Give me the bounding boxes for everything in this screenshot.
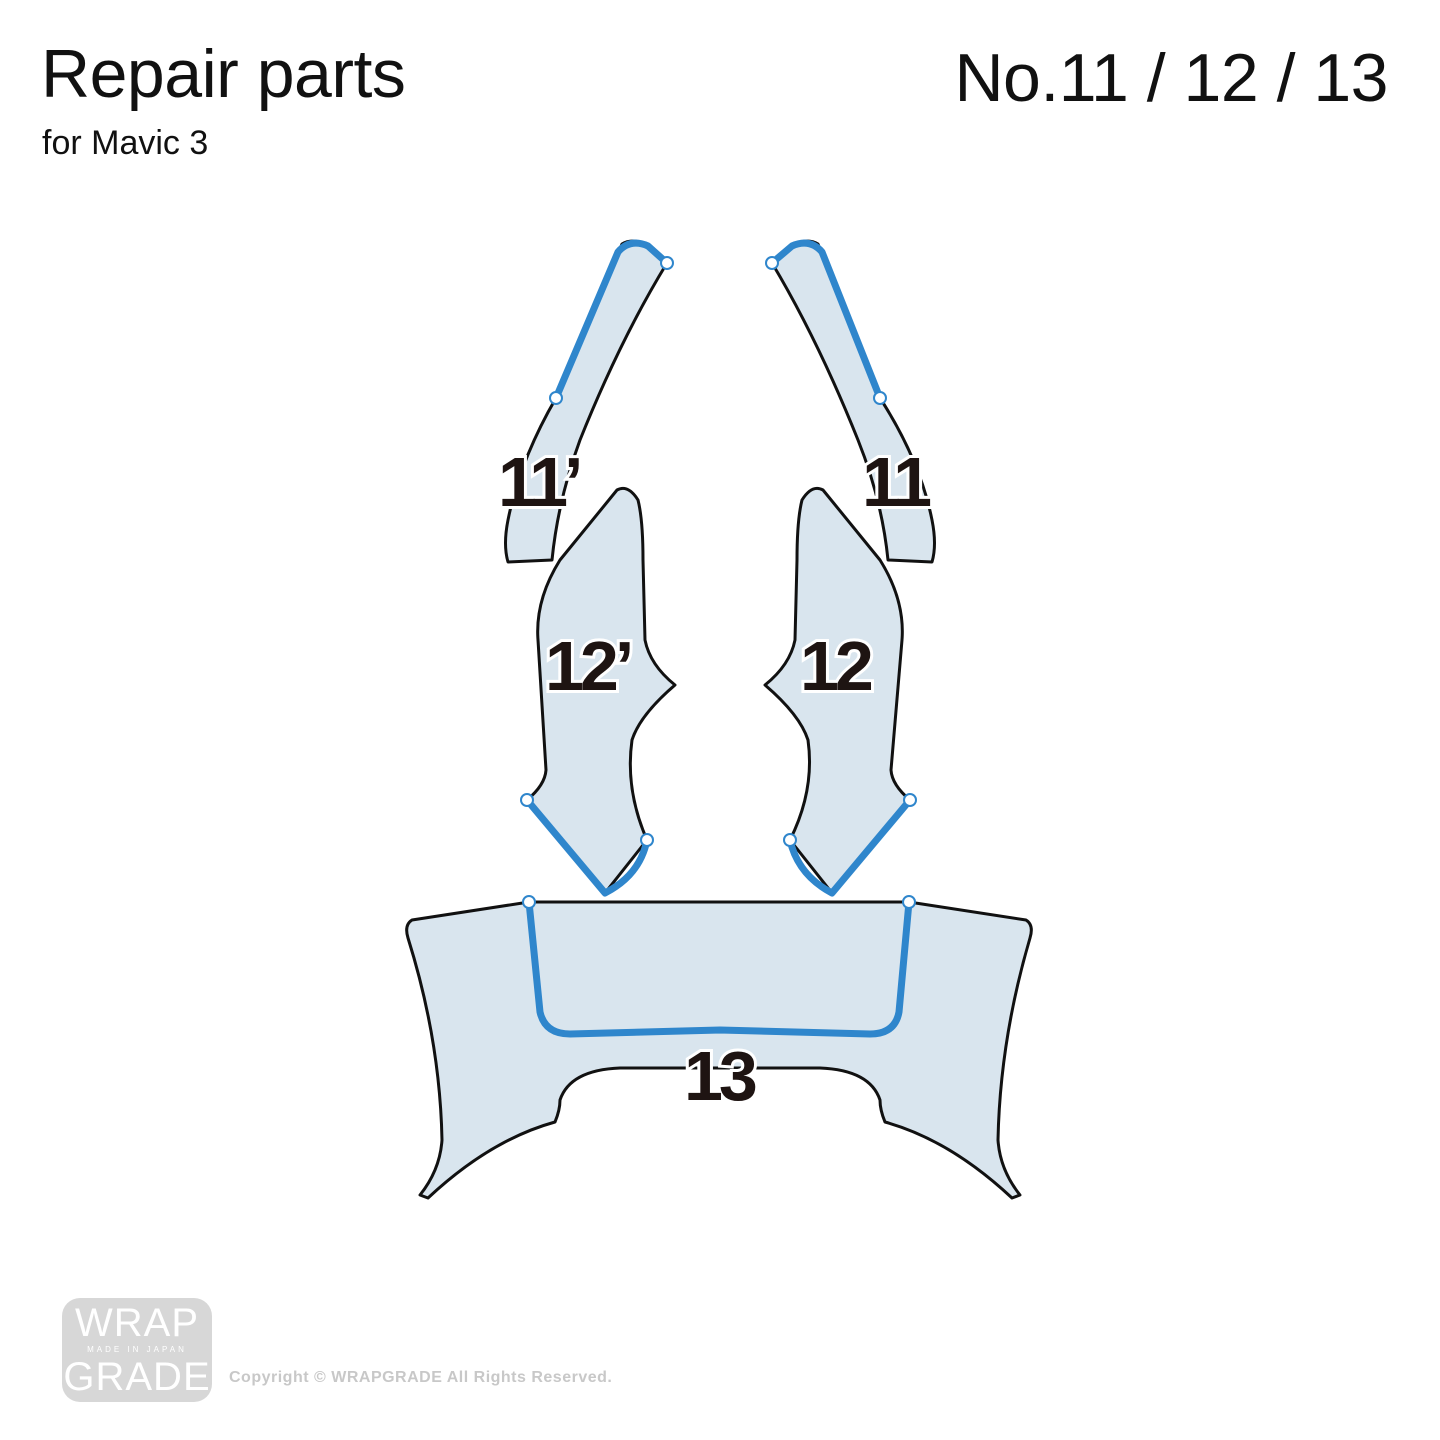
part-12-shape	[763, 486, 912, 895]
part-11-edge	[768, 239, 884, 402]
part-numbers: No.11 / 12 / 13	[954, 40, 1388, 116]
pin-marker	[873, 391, 887, 405]
part-12-prime: 12’	[520, 486, 677, 897]
pin-marker	[640, 833, 654, 847]
part-label-11: 11	[862, 443, 930, 521]
part-12-prime-shape	[525, 486, 677, 895]
part-13-shape	[405, 900, 1033, 1200]
part-label-11-prime: 11’	[498, 443, 579, 521]
pin-marker	[520, 793, 534, 807]
pin-marker	[902, 895, 916, 909]
part-label-12-prime: 12’	[545, 627, 630, 705]
pin-marker	[783, 833, 797, 847]
part-13: 13	[405, 895, 1033, 1200]
logo-text-top: WRAP	[75, 1301, 199, 1345]
pin-marker	[765, 256, 779, 270]
page-subtitle: for Mavic 3	[42, 124, 209, 162]
part-11-prime: 11’	[495, 239, 674, 564]
pin-marker	[549, 391, 563, 405]
pin-marker	[522, 895, 536, 909]
page-title: Repair parts	[41, 36, 406, 112]
part-label-12: 12	[800, 627, 872, 705]
part-12-prime-edge	[523, 796, 651, 897]
pin-marker	[660, 256, 674, 270]
copyright-notice: Copyright © WRAPGRADE All Rights Reserve…	[229, 1369, 613, 1386]
logo-text-bottom: GRADE	[63, 1355, 211, 1399]
part-11: 11	[765, 239, 937, 564]
logo-text-middle: MADE IN JAPAN	[87, 1345, 187, 1354]
part-label-13: 13	[684, 1037, 756, 1115]
pin-marker	[903, 793, 917, 807]
part-12-edge	[786, 796, 914, 897]
part-12: 12	[763, 486, 917, 897]
part-13-edge	[525, 898, 913, 1038]
wrapgrade-logo: WRAP MADE IN JAPAN GRADE	[62, 1298, 212, 1402]
part-11-prime-edge	[552, 239, 671, 402]
